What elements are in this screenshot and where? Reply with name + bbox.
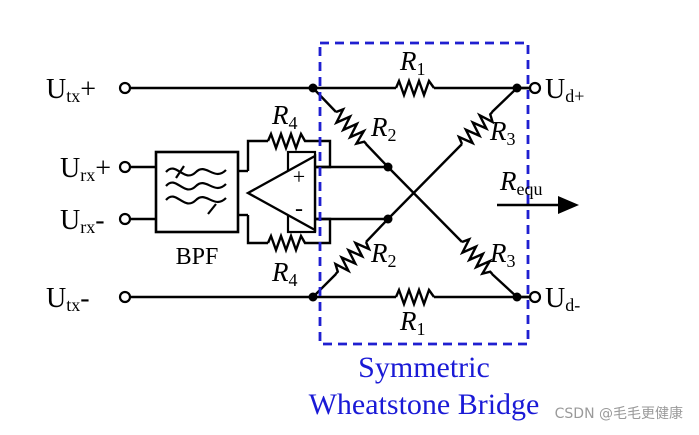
r2-top-resistor [333,107,368,146]
bpf-block [154,150,240,234]
r4-bottom-resistor [266,232,308,254]
requ-arrow-head-icon [558,196,579,214]
r3-top-lead-a [387,143,463,220]
terminal-utx-plus [118,81,132,95]
bpf-wave-icon [165,165,227,215]
label-ud-plus: Ud+ [545,74,584,106]
terminal-urx-minus [118,212,132,226]
terminal-ud-minus [528,290,542,304]
r2-bottom-lead-b [312,273,337,298]
label-utx-minus: Utx- [46,283,90,315]
label-r2-top: R2 [370,112,397,145]
label-r3-bottom: R3 [489,238,516,271]
label-r1-bottom: R1 [399,306,426,339]
bridge-caption-line2: Wheatstone Bridge [309,388,540,421]
label-r1-top: R1 [399,46,426,79]
r3-bottom-resistor [459,237,494,276]
terminal-ud-plus [528,81,542,95]
r2-bottom-lead-a [365,218,389,243]
node-mid-top [383,162,393,172]
opamp-triangle [245,153,317,233]
r2-top-lead-b [365,143,389,168]
r2-top-lead-a [312,87,337,113]
bpf-label: BPF [176,244,219,270]
label-r3-top: R3 [489,116,516,149]
terminal-utx-minus [118,290,132,304]
r1-bottom-resistor [394,286,435,308]
r4-top-loop-wire [246,139,268,171]
bridge-caption-line1: Symmetric [358,351,490,384]
node-bottom-left [308,292,318,302]
label-utx-plus: Utx+ [46,74,96,106]
r3-top-resistor [456,111,495,146]
label-urx-minus: Urx- [60,205,105,237]
node-top-left [308,83,318,93]
terminal-urx-plus [118,160,132,174]
label-requ: Requ [499,166,543,199]
r3-bottom-lead-b [491,273,518,298]
label-ud-minus: Ud- [545,283,580,315]
label-r4-top: R4 [271,100,298,133]
r3-bottom-lead-a [387,166,463,243]
opamp-plus-sign: + [293,164,305,189]
node-mid-bottom [383,214,393,224]
csdn-watermark: CSDN @毛毛更健康 [555,405,683,422]
r4-bottom-loop-wire [246,215,268,245]
r4-top-resistor [266,130,308,152]
label-r2-bottom: R2 [370,238,397,271]
opamp-minus-sign: - [295,196,303,222]
r1-top-resistor [394,77,435,99]
r3-top-lead-b [491,87,518,113]
r2-bottom-resistor [333,240,372,275]
label-r4-bottom: R4 [271,257,298,290]
label-urx-plus: Urx+ [60,153,111,185]
